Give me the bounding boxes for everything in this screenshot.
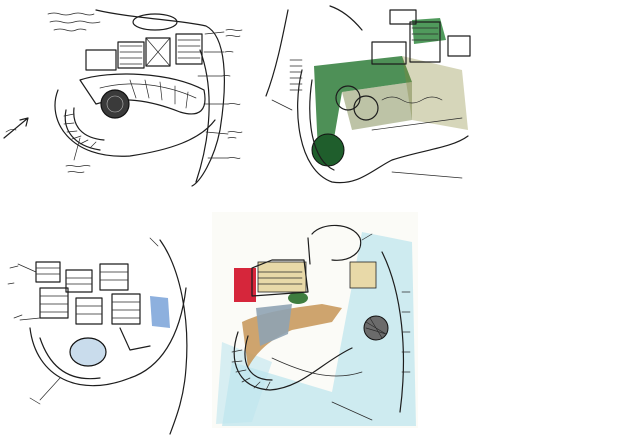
pool-oval — [69, 337, 107, 367]
blue-wash — [150, 296, 170, 328]
top-oval — [132, 13, 178, 31]
sketch-bottom-right — [212, 212, 418, 428]
building-block — [117, 41, 145, 69]
sketch-top-right — [262, 0, 472, 195]
red-block — [234, 268, 256, 302]
handwritten-notes — [47, 12, 243, 173]
central-circle — [100, 89, 130, 119]
building-block — [85, 49, 117, 71]
sketch-bottom-left — [0, 228, 205, 438]
green-wash — [314, 56, 412, 152]
sketch-top-left — [0, 0, 260, 195]
